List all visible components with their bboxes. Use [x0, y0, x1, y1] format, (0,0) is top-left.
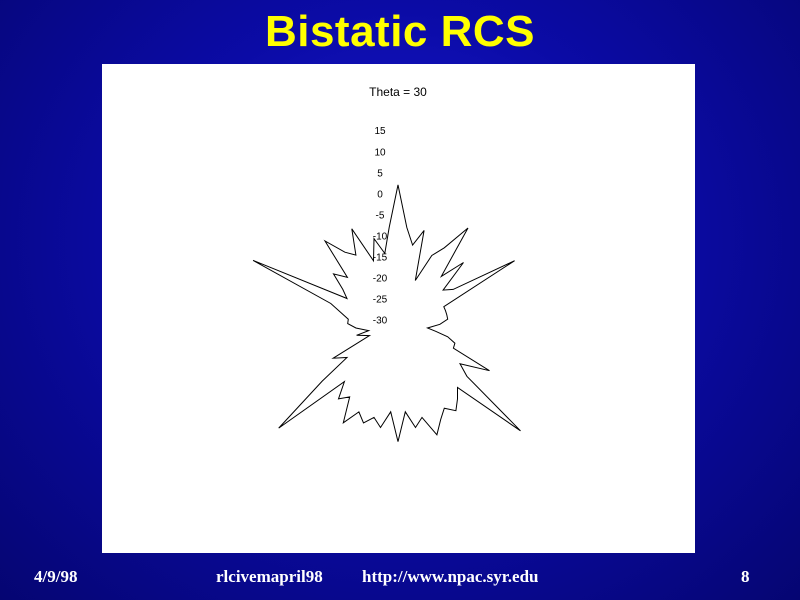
footer-filename: rlcivemapril98: [216, 567, 323, 586]
radial-tick-4: -5: [376, 210, 385, 221]
radial-tick-1: 10: [374, 147, 386, 158]
radial-tick-9: -30: [373, 316, 388, 327]
polar-rcs-chart: Theta = 30 15 10 5 0 -5 -10 -15 -20 -25 -30: [252, 85, 521, 442]
radial-tick-6: -15: [373, 252, 388, 263]
radial-tick-0: 15: [374, 126, 386, 137]
radial-tick-5: -10: [373, 231, 388, 242]
slide-title: Bistatic RCS: [264, 7, 536, 56]
footer-url: http://www.npac.syr.edu: [362, 567, 539, 586]
plot-panel: Theta = 30 15 10 5 0 -5 -10 -15 -20 -25 -30: [102, 64, 695, 553]
footer-date: 4/9/98: [34, 567, 78, 586]
radial-tick-7: -20: [373, 274, 388, 285]
radial-tick-8: -25: [373, 295, 388, 306]
rcs-trace-line: [252, 184, 521, 442]
radial-tick-2: 5: [377, 168, 383, 179]
chart-title: Theta = 30: [369, 85, 427, 99]
footer-page-number: 8: [741, 567, 750, 586]
radial-tick-labels: 15 10 5 0 -5 -10 -15 -20 -25 -30: [373, 126, 388, 326]
radial-tick-3: 0: [377, 189, 383, 200]
